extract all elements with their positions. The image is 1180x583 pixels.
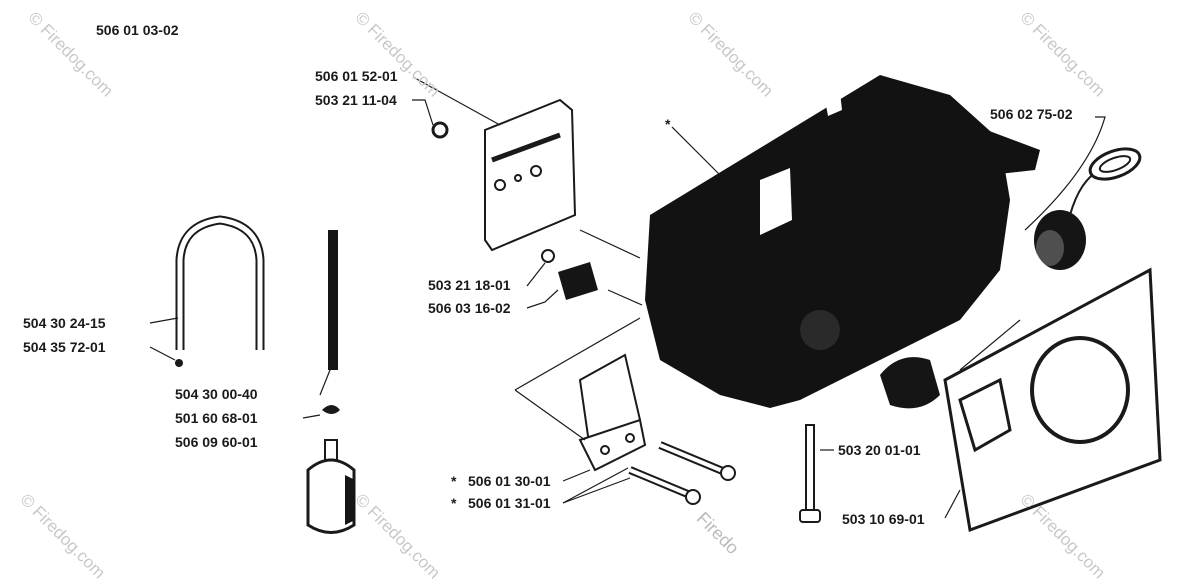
leader-lines <box>149 76 1106 519</box>
parts-diagram <box>149 75 1162 534</box>
part-label: 504 30 24-15 <box>23 315 106 331</box>
chain-guide-plate <box>484 98 577 252</box>
part-label: 506 01 31-01 <box>468 495 551 511</box>
part-label: 506 01 52-01 <box>315 68 398 84</box>
part-label: 504 35 72-01 <box>23 339 106 355</box>
tank-housing <box>645 75 1040 408</box>
mounting-bracket <box>578 353 647 472</box>
part-label: 503 10 69-01 <box>842 511 925 527</box>
fuel-cap <box>1034 147 1142 270</box>
bracket-bolts <box>628 441 736 505</box>
long-bolt <box>799 424 821 523</box>
rubber-block <box>558 262 598 300</box>
part-label: 503 20 01-01 <box>838 442 921 458</box>
part-label: 503 21 18-01 <box>428 277 511 293</box>
hose-clip <box>322 405 340 414</box>
part-label: 506 02 75-02 <box>990 106 1073 122</box>
screw-top <box>431 121 449 139</box>
fuel-filter <box>306 439 356 534</box>
part-label: 506 03 16-02 <box>428 300 511 316</box>
part-label: 503 21 11-04 <box>315 92 397 108</box>
part-label: 501 60 68-01 <box>175 410 258 426</box>
fuel-hose <box>175 215 265 367</box>
marker: * <box>451 473 457 489</box>
grommet <box>880 357 940 409</box>
assembly-number: 506 01 03-02 <box>96 22 179 38</box>
part-label: 504 30 00-40 <box>175 386 258 402</box>
small-screw <box>541 249 555 263</box>
part-label: 506 01 30-01 <box>468 473 551 489</box>
gasket-plate <box>943 267 1162 533</box>
marker: * <box>665 116 671 132</box>
part-label: 506 09 60-01 <box>175 434 258 450</box>
marker: * <box>451 495 457 511</box>
